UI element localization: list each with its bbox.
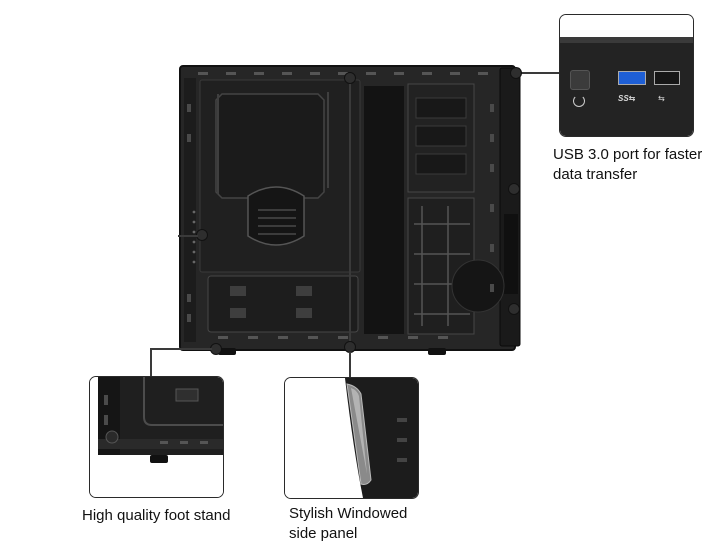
usb3-icon bbox=[618, 71, 646, 85]
usb-icon bbox=[654, 71, 680, 85]
panel-caption-line1: Stylish Windowed bbox=[289, 505, 408, 522]
panel-caption-line2: side panel bbox=[289, 525, 358, 542]
foot-callout-line-h bbox=[150, 348, 212, 350]
front-callout-dot-1 bbox=[508, 183, 520, 195]
foot-stand-inset bbox=[89, 376, 224, 498]
top-callout-dot bbox=[344, 72, 356, 84]
usb-callout-dot bbox=[510, 67, 522, 79]
usb-caption-line1: USB 3.0 port for faster bbox=[553, 146, 703, 163]
usb-ports-inset: SS⇆ ⇆ bbox=[559, 14, 694, 137]
usb-callout-line bbox=[517, 72, 559, 74]
power-icon bbox=[570, 70, 590, 90]
panel-callout-line-down bbox=[349, 352, 351, 378]
front-callout-dot-2 bbox=[508, 303, 520, 315]
foot-callout-line-v bbox=[150, 348, 152, 376]
power-symbol-icon bbox=[573, 95, 585, 107]
side-callout-line bbox=[178, 235, 198, 237]
usb3-logo-icon: SS⇆ bbox=[618, 94, 636, 103]
usb-caption-line2: data transfer bbox=[553, 166, 638, 183]
foot-caption: High quality foot stand bbox=[82, 507, 231, 524]
panel-callout-line-vertical bbox=[349, 78, 351, 346]
computer-case-image bbox=[178, 64, 523, 356]
side-panel-inset bbox=[284, 377, 419, 499]
usb-logo-icon: ⇆ bbox=[658, 94, 665, 103]
